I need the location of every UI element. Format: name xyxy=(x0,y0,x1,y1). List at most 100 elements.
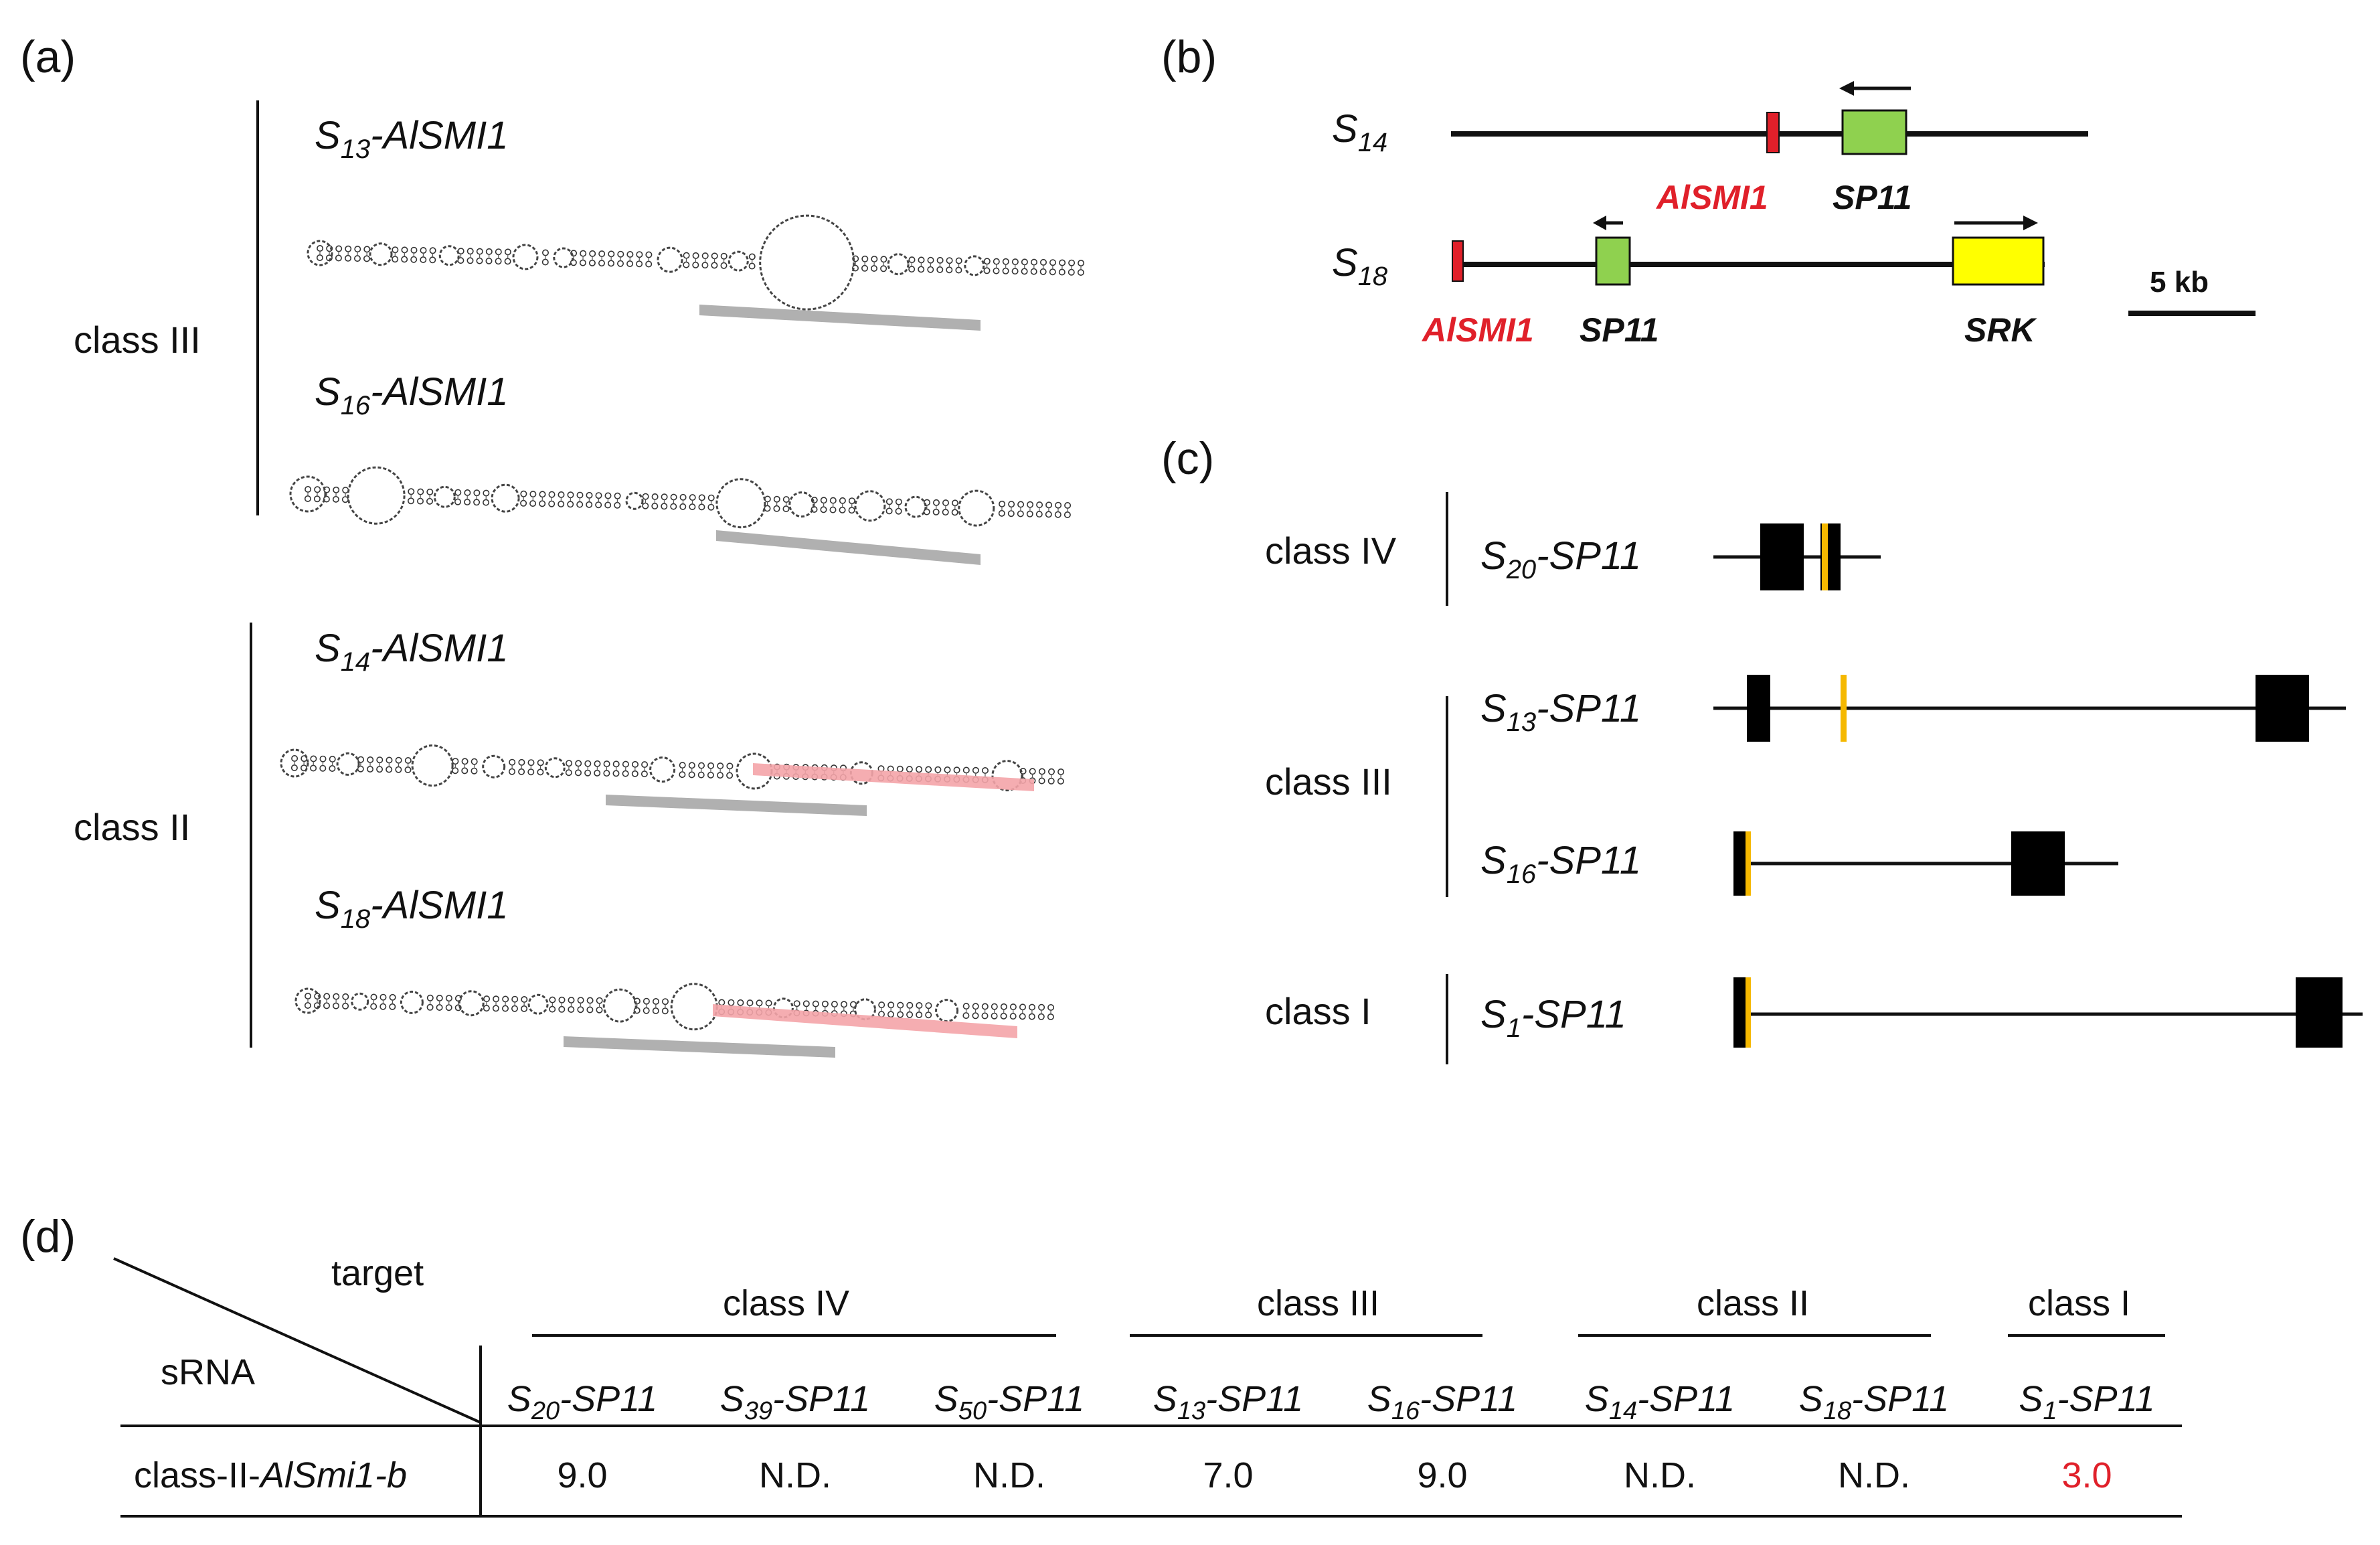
nucleotide xyxy=(692,261,699,268)
internal-loop xyxy=(788,491,815,518)
nucleotide xyxy=(603,770,610,777)
internal-loop xyxy=(347,466,406,525)
nucleotide xyxy=(688,762,695,769)
s18-alsmi1-box xyxy=(1452,240,1464,282)
panel-a-gene-s13: S13-AlSMI1 xyxy=(315,114,508,164)
nucleotide xyxy=(502,995,509,1003)
nucleotide xyxy=(670,503,677,510)
internal-loop xyxy=(491,483,520,513)
nucleotide xyxy=(698,503,705,511)
nucleotide xyxy=(661,1007,669,1015)
nucleotide xyxy=(839,497,846,504)
nucleotide xyxy=(386,766,393,773)
nucleotide xyxy=(584,760,592,767)
nucleotide xyxy=(887,1011,895,1018)
table-cell: 7.0 xyxy=(1203,1455,1253,1495)
nucleotide xyxy=(426,1003,434,1011)
nucleotide xyxy=(1047,777,1055,785)
nucleotide xyxy=(925,1002,932,1009)
internal-loop xyxy=(625,491,644,510)
nucleotide xyxy=(642,493,649,500)
nucleotide xyxy=(821,1000,829,1007)
s1-exon-2 xyxy=(2296,977,2343,1048)
table-cell: N.D. xyxy=(759,1455,831,1495)
nucleotide xyxy=(617,250,624,258)
nucleotide xyxy=(333,993,340,1000)
nucleotide xyxy=(1002,267,1009,274)
nucleotide xyxy=(661,998,669,1005)
internal-loop xyxy=(759,214,855,311)
nucleotide xyxy=(379,993,387,1001)
scale-bar-label: 5 kb xyxy=(2150,266,2209,299)
nucleotide xyxy=(558,996,566,1003)
internal-loop xyxy=(411,744,454,787)
nucleotide xyxy=(319,755,327,762)
nucleotide xyxy=(454,489,462,496)
nucleotide xyxy=(773,505,780,512)
nucleotide xyxy=(728,999,735,1006)
nucleotide xyxy=(1007,510,1015,517)
panel-c-class-iv-label: class IV xyxy=(1265,530,1397,572)
nucleotide xyxy=(577,997,584,1004)
nucleotide xyxy=(946,257,953,264)
terminal-loop xyxy=(294,987,321,1014)
nucleotide xyxy=(955,266,962,274)
nucleotide xyxy=(982,767,989,775)
nucleotide xyxy=(679,493,687,501)
nucleotide xyxy=(492,1005,499,1012)
nucleotide xyxy=(426,497,433,505)
nucleotide xyxy=(812,1000,819,1007)
nucleotide xyxy=(1021,258,1028,266)
nucleotide xyxy=(679,503,687,510)
table-header-target: target xyxy=(331,1253,424,1293)
table-class-iii-header: class III xyxy=(1257,1283,1379,1323)
nucleotide xyxy=(1048,768,1055,775)
nucleotide xyxy=(631,770,639,777)
nucleotide xyxy=(461,767,469,775)
nucleotide xyxy=(916,1011,923,1019)
nucleotide xyxy=(953,766,960,774)
internal-loop xyxy=(887,253,910,276)
nucleotide xyxy=(756,999,763,1007)
nucleotide xyxy=(1068,259,1076,266)
nucleotide xyxy=(1057,768,1065,776)
nucleotide xyxy=(689,494,696,501)
nucleotide xyxy=(574,769,582,777)
nucleotide xyxy=(698,494,705,501)
nucleotide xyxy=(603,760,610,768)
nucleotide xyxy=(395,756,402,764)
nucleotide xyxy=(1058,268,1066,276)
nucleotide xyxy=(1038,1003,1045,1011)
nucleotide xyxy=(612,770,620,777)
panel-a-class-ii-label: class II xyxy=(74,806,190,848)
internal-loop xyxy=(336,752,360,776)
nucleotide xyxy=(483,499,490,506)
table-column-header: S39-SP11 xyxy=(720,1379,870,1425)
s13-exon-1 xyxy=(1747,675,1770,742)
nucleotide xyxy=(594,760,601,767)
nucleotide xyxy=(518,768,525,775)
nucleotide xyxy=(580,250,587,257)
nucleotide xyxy=(983,258,991,265)
nucleotide xyxy=(1019,1013,1026,1020)
nucleotide xyxy=(670,493,677,501)
nucleotide xyxy=(829,506,837,513)
nucleotide xyxy=(698,762,705,769)
nucleotide xyxy=(310,755,317,762)
nucleotide xyxy=(445,1004,452,1011)
internal-loop xyxy=(400,990,424,1014)
nucleotide xyxy=(584,769,592,777)
nucleotide xyxy=(880,265,887,272)
nucleotide xyxy=(885,498,893,505)
nucleotide xyxy=(596,997,603,1004)
nucleotide xyxy=(641,761,649,768)
s16-exon-2 xyxy=(2011,831,2065,896)
nucleotide xyxy=(1045,511,1052,518)
nucleotide xyxy=(608,250,615,258)
nucleotide xyxy=(820,497,827,504)
nucleotide xyxy=(429,256,436,264)
nucleotide xyxy=(333,486,340,493)
nucleotide xyxy=(410,256,418,263)
nucleotide xyxy=(579,259,586,266)
